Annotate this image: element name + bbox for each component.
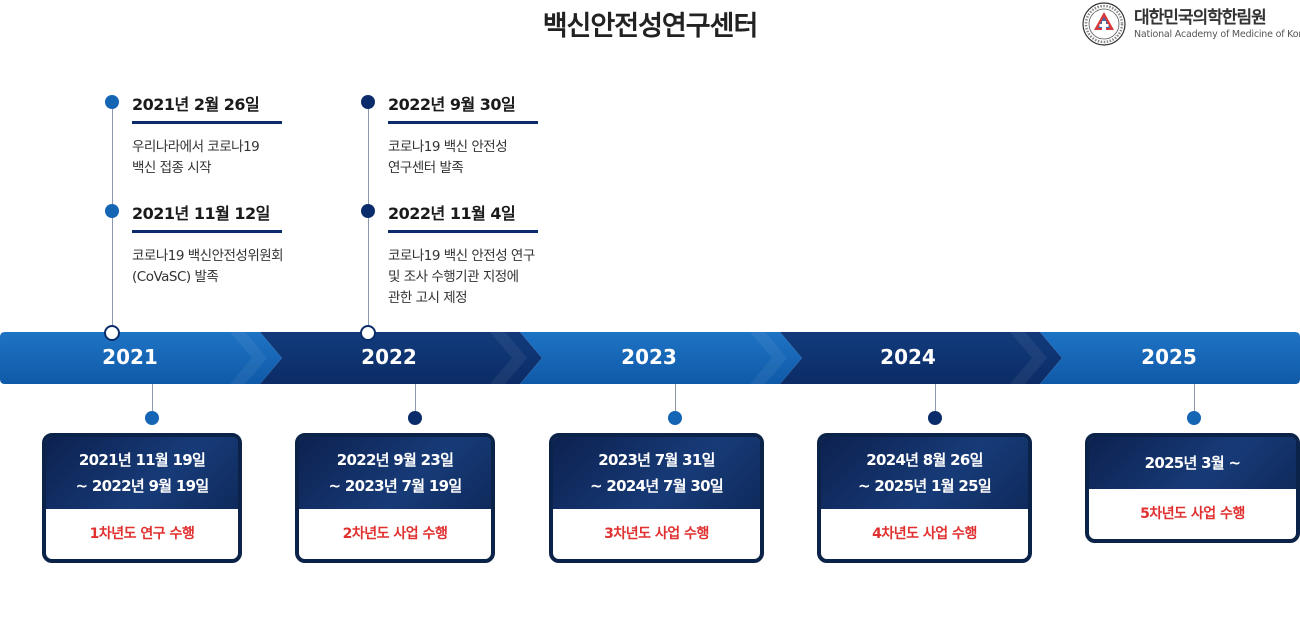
phase-period-end: ~ 2024년 7월 30일	[590, 477, 724, 495]
phase-label: 3차년도 사업 수행	[604, 526, 709, 542]
phase-dot	[1187, 411, 1201, 425]
phase-card-2: 2022년 9월 23일 ~ 2023년 7월 19일 2차년도 사업 수행	[295, 433, 495, 563]
year-segment-2025	[1040, 332, 1300, 384]
event-date: 2022년 9월 30일	[388, 95, 516, 114]
phase-period-end: ~ 2025년 1월 25일	[858, 477, 992, 495]
year-label: 2022	[361, 345, 417, 369]
event-dot	[361, 95, 375, 109]
event-dot	[105, 95, 119, 109]
year-timeline-band	[0, 332, 1300, 384]
phase-period-end: ~ 2023년 7월 19일	[328, 477, 463, 495]
event-description: 코로나19 백신 안전성 연구 및 조사 수행기관 지정에 관한 고시 제정	[388, 248, 535, 306]
event-underline	[388, 230, 538, 233]
event-description: 우리나라에서 코로나19 백신 접종 시작	[132, 139, 260, 176]
event-dot	[105, 204, 119, 218]
org-subtitle: National Academy of Medicine of Korea	[1134, 29, 1300, 40]
phase-label: 1차년도 연구 수행	[89, 526, 195, 542]
connector-line	[675, 384, 676, 418]
timeline-marker	[104, 325, 120, 341]
phase-dot	[408, 411, 422, 425]
year-segment-2022	[260, 332, 542, 384]
event-date: 2022년 11월 4일	[388, 204, 516, 223]
phase-period-start: 2023년 7월 31일	[598, 451, 715, 469]
connector-line	[1194, 384, 1195, 418]
phase-label: 2차년도 사업 수행	[342, 526, 448, 542]
phase-card-3: 2023년 7월 31일 ~ 2024년 7월 30일 3차년도 사업 수행	[549, 433, 764, 563]
phase-card-4: 2024년 8월 26일 ~ 2025년 1월 25일 4차년도 사업 수행	[817, 433, 1032, 563]
academy-logo[interactable]: 대한민국의학한림원 National Academy of Medicine o…	[1080, 2, 1300, 46]
event-underline	[388, 121, 538, 124]
phase-card-5: 2025년 3월 ~ 5차년도 사업 수행	[1085, 433, 1300, 543]
phase-period-start: 2025년 3월 ~	[1144, 454, 1242, 472]
connector-line	[152, 384, 153, 418]
year-label: 2021	[102, 345, 158, 369]
page-title: 백신안전성연구센터	[542, 11, 759, 42]
event-underline	[132, 121, 282, 124]
org-name: 대한민국의학한림원	[1134, 8, 1267, 28]
year-label: 2024	[880, 345, 936, 369]
phase-label: 5차년도 사업 수행	[1140, 506, 1245, 522]
event-description: 코로나19 백신안전성위원회 (CoVaSC) 발족	[132, 248, 284, 285]
phase-period-start: 2022년 9월 23일	[336, 451, 454, 469]
phase-period-end: ~ 2022년 9월 19일	[75, 477, 210, 495]
event-date: 2021년 11월 12일	[132, 204, 270, 223]
phase-dot	[928, 411, 942, 425]
phase-period-start: 2021년 11월 19일	[78, 451, 206, 469]
connector-line	[415, 384, 416, 418]
year-label: 2023	[621, 345, 677, 369]
event-date: 2021년 2월 26일	[132, 95, 260, 114]
phase-period-start: 2024년 8월 26일	[866, 451, 983, 469]
connector-line	[935, 384, 936, 418]
phase-dot	[668, 411, 682, 425]
year-segment-2021	[0, 332, 282, 384]
event-dot	[361, 204, 375, 218]
year-segment-2024	[780, 332, 1062, 384]
phase-label: 4차년도 사업 수행	[872, 526, 977, 542]
phase-dot	[145, 411, 159, 425]
year-label: 2025	[1141, 345, 1197, 369]
phase-card-1: 2021년 11월 19일 ~ 2022년 9월 19일 1차년도 연구 수행	[42, 433, 242, 563]
year-segment-2023	[520, 332, 802, 384]
event-underline	[132, 230, 282, 233]
event-description: 코로나19 백신 안전성 연구센터 발족	[388, 139, 508, 176]
timeline-marker	[360, 325, 376, 341]
academy-seal-icon	[1082, 2, 1126, 46]
